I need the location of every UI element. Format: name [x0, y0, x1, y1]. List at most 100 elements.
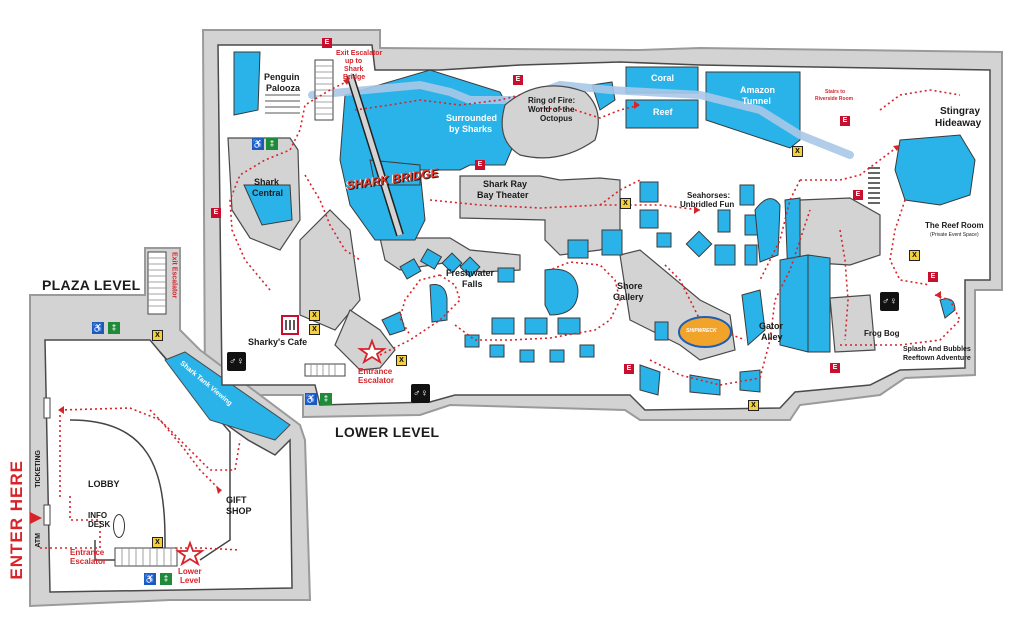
elevator-icon: E: [830, 363, 840, 373]
entrance-doors: [43, 397, 51, 526]
lobby-label: LOBBY: [88, 479, 120, 489]
shore-gallery-label-2: Gallery: [613, 292, 644, 302]
lower-level-marker-label-2: Level: [180, 576, 201, 585]
shark-bridge-tunnel: [308, 80, 854, 159]
freshwater-falls-label-1: Freshwater: [446, 268, 495, 278]
elevator-icon: E: [513, 75, 523, 85]
sharkys-cafe-label: Sharky's Cafe: [248, 337, 308, 347]
exit-icon: X: [792, 146, 803, 157]
route-arrows: [58, 78, 941, 494]
stingray-hideaway-label-1: Stingray: [940, 106, 981, 117]
elevator-icon: E: [840, 116, 850, 126]
restroom-icon: ♂♀: [411, 384, 430, 403]
splash-bubbles-label-1: Splash And Bubbles: [903, 346, 971, 353]
atm-label: ATM: [35, 533, 42, 548]
gift-shop-label-1: GIFT: [226, 495, 247, 505]
exit-icon: X: [309, 324, 320, 335]
exit-escalator-label-4: Bridge: [343, 74, 366, 81]
entrance-escalator-label-2: Escalator: [358, 376, 395, 385]
exit-icon: X: [152, 330, 163, 341]
stingray-hideaway-label-2: Hideaway: [935, 118, 982, 129]
shark-central-label-2: Central: [252, 188, 284, 198]
plaza-entrance-escalator-label-2: Escalator: [70, 557, 107, 566]
exit-escalator-label-3: Shark: [344, 66, 364, 73]
frog-bog-label: Frog Bog: [864, 329, 900, 338]
gift-shop-label-2: SHOP: [226, 506, 252, 516]
lower-level-title: LOWER LEVEL: [335, 424, 440, 440]
gator-alley-label-1: Gator: [759, 321, 784, 331]
lower-level-marker-label-1: Lower: [178, 567, 202, 576]
exit-icon: X: [152, 537, 163, 548]
reef-label: Reef: [653, 107, 673, 117]
elevator-icon: E: [475, 160, 485, 170]
penguin-seating: [265, 94, 300, 114]
exit-icon: X: [309, 310, 320, 321]
visitor-route: [40, 79, 961, 551]
info-desk-label-1: INFO: [88, 511, 108, 520]
seahorses-label-2: Unbridled Fun: [680, 200, 735, 209]
plaza-entrance-escalator: [114, 547, 178, 567]
freshwater-falls-label-2: Falls: [462, 279, 483, 289]
restroom-icon: ♂♀: [880, 292, 899, 311]
accessible-icon: ♿: [144, 573, 156, 585]
accessible-icon: ♿: [92, 322, 104, 334]
amazon-tunnel-label-1: Amazon: [740, 85, 776, 95]
restroom-icon: ‡: [320, 393, 332, 405]
ring-of-fire-label-1: Ring of Fire:: [528, 96, 576, 105]
shark-ray-bay-label-2: Bay Theater: [477, 190, 529, 200]
splash-bubbles-label-2: Reeftown Adventure: [903, 355, 971, 362]
accessible-icon: ♿: [252, 138, 264, 150]
amazon-tunnel-label-2: Tunnel: [742, 96, 771, 106]
exit-icon: X: [620, 198, 631, 209]
surrounded-by-sharks-label-2: by Sharks: [449, 124, 493, 134]
stairs-riverside-label-2: Riverside Room: [815, 96, 854, 102]
reef-room-sublabel: (Private Event Space): [930, 232, 979, 238]
lobby-wall: [69, 419, 166, 561]
reef-room-label: The Reef Room: [925, 221, 984, 230]
plaza-entrance-escalator-label-1: Entrance: [70, 548, 105, 557]
exit-icon: X: [909, 250, 920, 261]
enter-arrow-icon: [30, 512, 42, 524]
shipwreck-logo-icon: [678, 316, 732, 348]
ticketing-label: TICKETING: [35, 450, 42, 488]
plaza-exit-escalator-label: Exit Escalator: [170, 252, 178, 299]
elevator-icon: E: [211, 208, 221, 218]
elevator-icon: E: [624, 364, 634, 374]
shark-tank-viewing-strip: [164, 351, 291, 441]
elevator-icon: E: [322, 38, 332, 48]
elevator-icon: E: [928, 272, 938, 282]
shore-gallery-label-1: Shore: [617, 281, 643, 291]
plaza-exit-escalator: [147, 251, 167, 315]
exit-icon: X: [396, 355, 407, 366]
shipwreck-logo-label: SHIPWRECK: [686, 328, 717, 334]
enter-here-label: ENTER HERE: [7, 460, 26, 580]
stairs-to-riverside: [868, 167, 880, 204]
exit-icon: X: [748, 400, 759, 411]
surrounded-by-sharks-label-1: Surrounded: [446, 113, 497, 123]
restroom-icon: ‡: [160, 573, 172, 585]
elevator-icon: E: [853, 190, 863, 200]
ring-of-fire-label-3: Octopus: [540, 114, 573, 123]
plaza-level-title: PLAZA LEVEL: [42, 277, 141, 293]
accessible-icon: ♿: [305, 393, 317, 405]
restroom-icon: ‡: [266, 138, 278, 150]
ring-of-fire: [501, 85, 599, 159]
entrance-escalator-label-1: Entrance: [358, 367, 393, 376]
coral-label: Coral: [651, 73, 675, 83]
star-icon: [357, 338, 387, 365]
exit-escalator-label-2: up to: [345, 58, 363, 65]
shark-central-label-1: Shark: [254, 177, 280, 187]
ring-of-fire-label-2: World of the: [528, 105, 575, 114]
star-icon: [175, 540, 205, 567]
penguin-palooza-label-2: Palooza: [266, 83, 301, 93]
info-desk-icon: [113, 514, 125, 538]
seahorses-label-1: Seahorses:: [687, 191, 731, 200]
gator-alley-label-2: Alley: [761, 332, 783, 342]
shark-ray-bay-label-1: Shark Ray: [483, 179, 528, 189]
penguin-palooza-label-1: Penguin: [264, 72, 300, 82]
stairs-riverside-label-1: Stairs to: [825, 89, 846, 95]
restroom-icon: ‡: [108, 322, 120, 334]
restroom-icon: ♂♀: [227, 352, 246, 371]
